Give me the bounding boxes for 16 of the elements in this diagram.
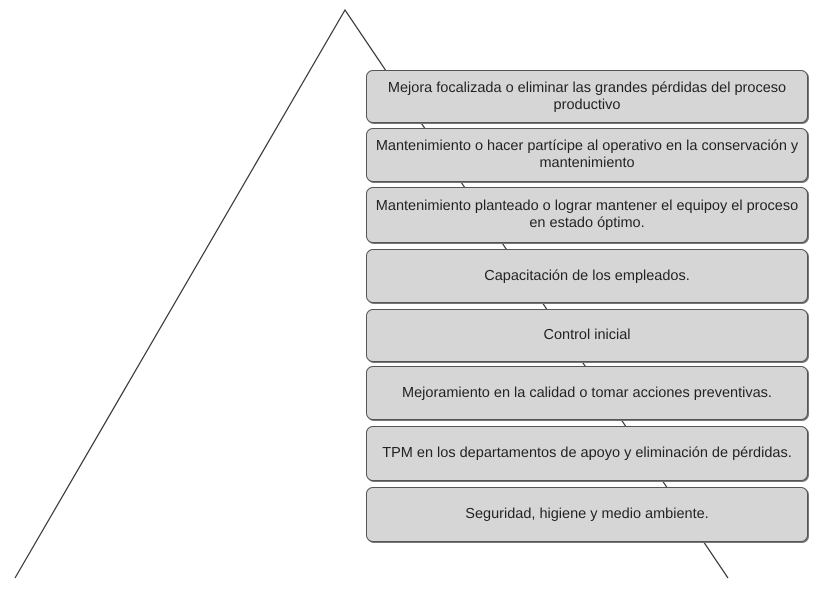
level-box [366,187,808,243]
level-text: Control inicial [542,327,632,344]
level-box [366,70,808,123]
level-text: TPM en los departamentos de apoyo y eliminación de pérdidas. [381,445,793,462]
level-box [366,366,808,420]
level-text: Seguridad, higiene y medio ambiente. [464,506,710,523]
level-text: Mantenimiento o hacer partícipe al operativo en la conservación y mantenimiento [374,138,800,172]
level-box [366,426,808,481]
level-text: Mantenimiento planteado o lograr mantener el equipoy el proceso en estado óptimo. [374,198,800,232]
level-text: Capacitación de los empleados. [483,268,691,284]
level-box [366,128,808,182]
level-text: Mejoramiento en la calidad o tomar acciones preventivas. [401,384,773,402]
level-box [366,309,808,362]
level-box [366,487,808,542]
level-text: Mejora focalizada o eliminar las grandes pérdidas del proceso productivo [386,80,788,114]
level-box [366,249,808,303]
